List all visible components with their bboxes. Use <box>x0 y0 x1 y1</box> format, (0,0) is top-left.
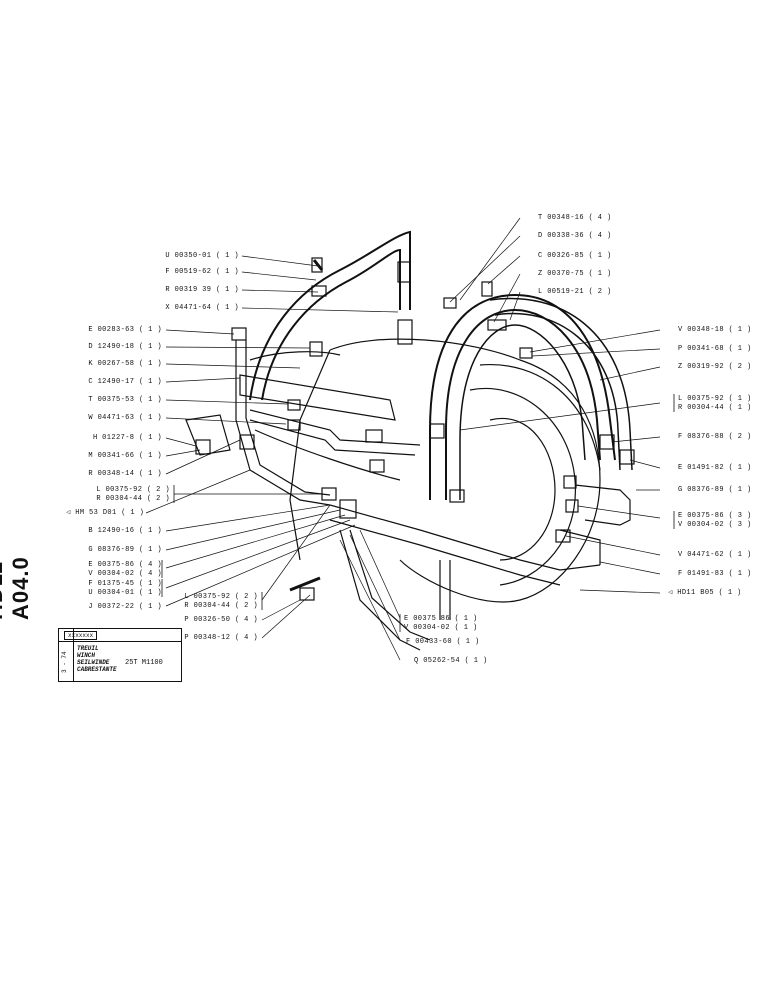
part-label: V 00304-02 ( 3 ) <box>678 521 752 529</box>
part-label: E 00375 86 ( 1 ) <box>404 615 478 623</box>
part-label: F 01491-83 ( 1 ) <box>678 570 752 578</box>
part-label: J 00372-22 ( 1 ) <box>88 603 162 611</box>
part-label: R 00304-44 ( 2 ) <box>184 602 258 610</box>
part-label: Q 05262-54 ( 1 ) <box>414 657 488 665</box>
part-label: L 00519-21 ( 2 ) <box>538 288 612 296</box>
part-label: L 00375-92 ( 1 ) <box>678 395 752 403</box>
part-label-reference: ◁ HD11 B05 ( 1 ) <box>668 589 742 597</box>
part-label: K 00267-58 ( 1 ) <box>88 360 162 368</box>
part-label: X 04471-64 ( 1 ) <box>165 304 239 312</box>
part-label: F 00433-60 ( 1 ) <box>406 638 480 646</box>
part-label: R 00304-44 ( 2 ) <box>96 495 170 503</box>
part-label: U 00350-01 ( 1 ) <box>165 252 239 260</box>
title-es: CABRESTANTE <box>77 666 117 673</box>
part-label: C 12490-17 ( 1 ) <box>88 378 162 386</box>
part-label: T 00348-16 ( 4 ) <box>538 214 612 222</box>
part-label: F 08376-88 ( 2 ) <box>678 433 752 441</box>
title-divider <box>59 641 181 642</box>
part-label: Z 00370-75 ( 1 ) <box>538 270 612 278</box>
part-label: F 00519-62 ( 1 ) <box>165 268 239 276</box>
title-divider-vertical <box>73 629 74 681</box>
part-label: U 00304-01 ( 1 ) <box>88 589 162 597</box>
part-label: M 00341-66 ( 1 ) <box>88 452 162 460</box>
part-label: B 12490-16 ( 1 ) <box>88 527 162 535</box>
part-label: F 01375-45 ( 1 ) <box>88 580 162 588</box>
part-label: E 00375-86 ( 3 ) <box>678 512 752 520</box>
part-label: P 00348-12 ( 4 ) <box>184 634 258 642</box>
part-label: T 00375-53 ( 1 ) <box>88 396 162 404</box>
part-label: V 00304-02 ( 4 ) <box>88 570 162 578</box>
part-label: R 00319 39 ( 1 ) <box>165 286 239 294</box>
part-label: L 00375-92 ( 2 ) <box>96 486 170 494</box>
part-label: V 04471-62 ( 1 ) <box>678 551 752 559</box>
part-label: R 00304-44 ( 1 ) <box>678 404 752 412</box>
title-en: WINCH <box>77 652 96 659</box>
part-label: C 00326-85 ( 1 ) <box>538 252 612 260</box>
title-model: 25T M1100 <box>125 659 163 667</box>
part-label: P 00326-50 ( 4 ) <box>184 616 258 624</box>
part-label: W 04471-63 ( 1 ) <box>88 414 162 422</box>
part-label: L 00375-92 ( 2 ) <box>184 593 258 601</box>
part-label: D 00338-36 ( 4 ) <box>538 232 612 240</box>
part-label: E 00375-86 ( 4 ) <box>88 561 162 569</box>
part-label: V 00304-02 ( 1 ) <box>404 624 478 632</box>
part-label: V 00348-18 ( 1 ) <box>678 326 752 334</box>
title-block: xxxxxxx 3 - 74 TREUIL WINCH SEILWINDE CA… <box>58 628 182 682</box>
part-label-reference: ◁ HM 53 D01 ( 1 ) <box>66 509 145 517</box>
part-label: R 00348-14 ( 1 ) <box>88 470 162 478</box>
part-label: G 08376-89 ( 1 ) <box>88 546 162 554</box>
part-label: D 12490-18 ( 1 ) <box>88 343 162 351</box>
part-label: Z 00319-92 ( 2 ) <box>678 363 752 371</box>
part-label: E 00283-63 ( 1 ) <box>88 326 162 334</box>
part-label: G 08376-89 ( 1 ) <box>678 486 752 494</box>
title-fr: TREUIL <box>77 645 99 652</box>
title-de: SEILWINDE <box>77 659 110 666</box>
part-label: H 01227-8 ( 1 ) <box>92 434 162 442</box>
part-label: E 01491-82 ( 1 ) <box>678 464 752 472</box>
part-label: P 00341-68 ( 1 ) <box>678 345 752 353</box>
title-stamp: xxxxxxx <box>64 631 98 640</box>
